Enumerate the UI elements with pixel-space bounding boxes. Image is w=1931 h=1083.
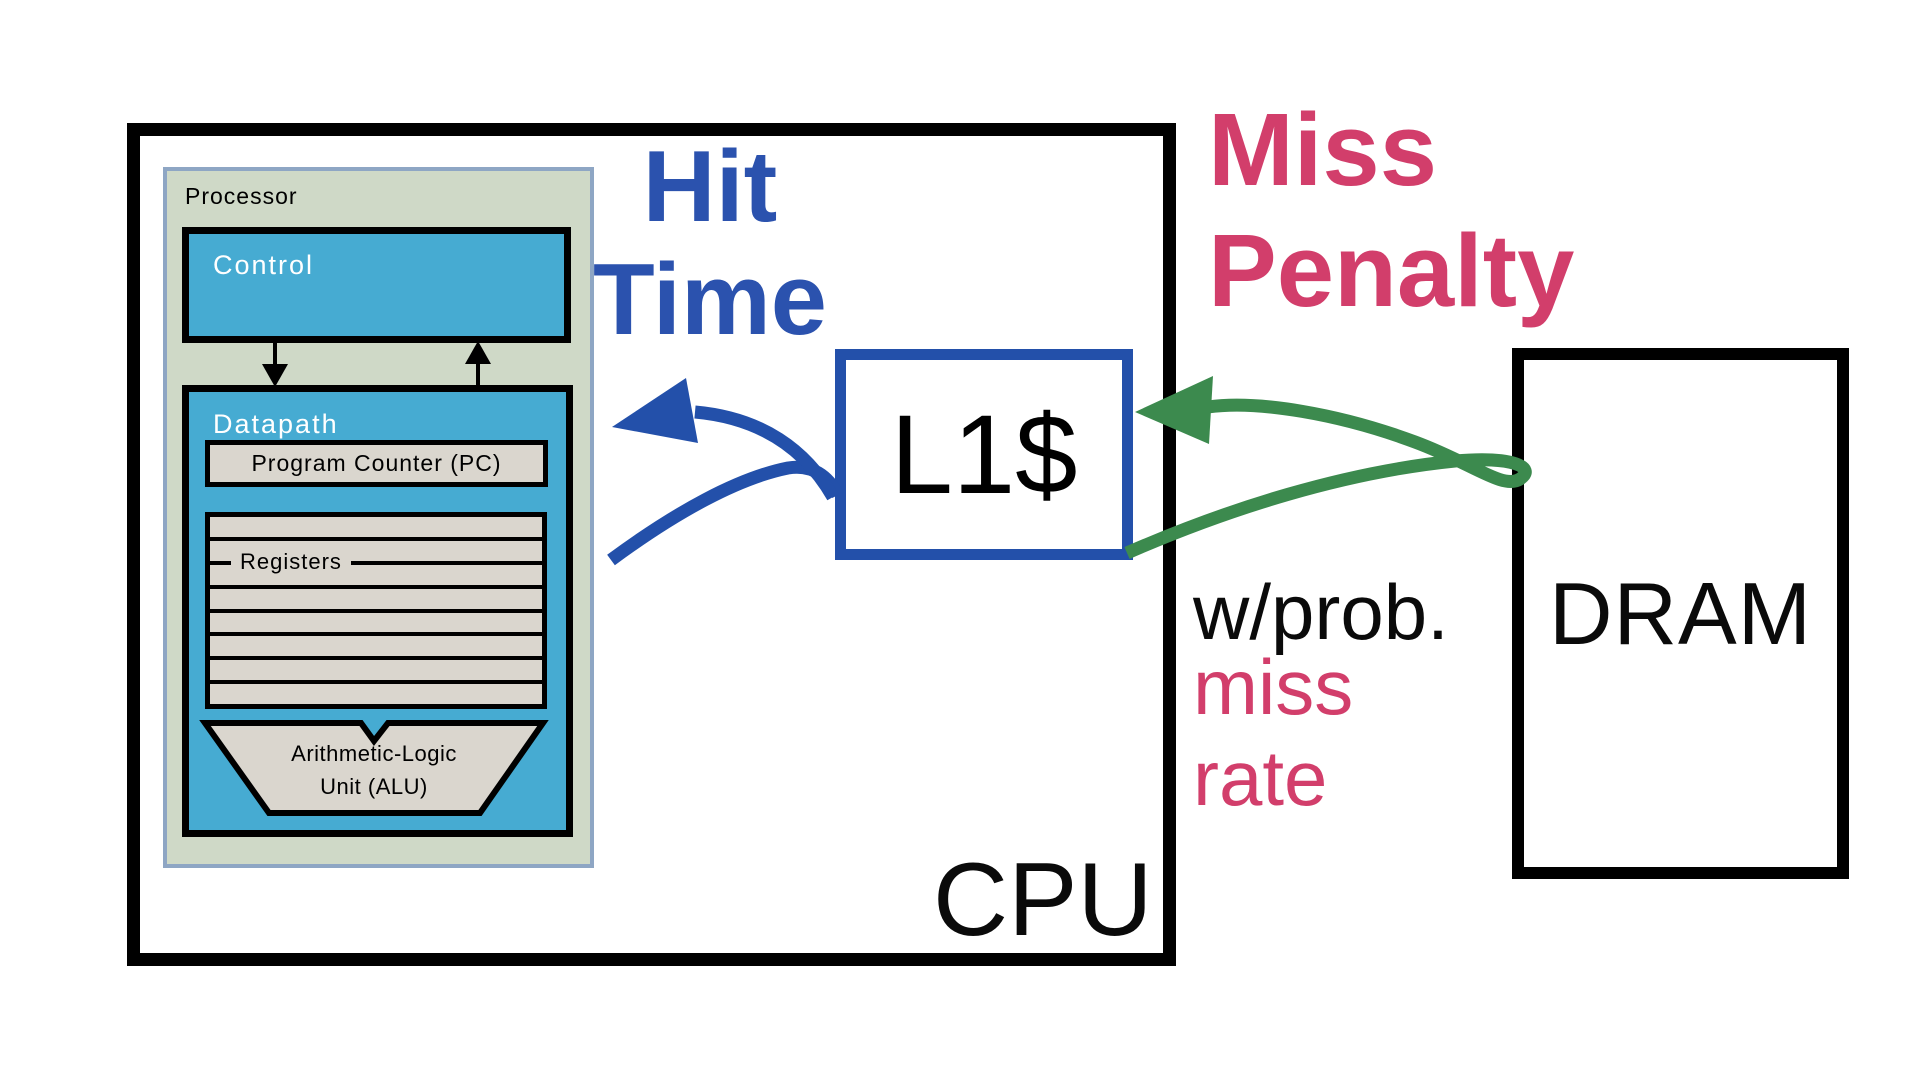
cpu-label: CPU: [933, 842, 1153, 958]
register-row: [210, 660, 542, 685]
miss-path-arrow: [1124, 376, 1532, 559]
w-prob-label: w/prob.: [1193, 568, 1449, 656]
miss-rate-label: miss rate: [1193, 643, 1354, 823]
processor-label: Processor: [185, 183, 298, 209]
miss-penalty-label: Miss Penalty: [1208, 92, 1575, 328]
register-row: [210, 684, 542, 704]
dram-box: DRAM: [1512, 348, 1849, 879]
control-label: Control: [213, 250, 315, 280]
registers-box: [205, 512, 547, 709]
register-row: [210, 636, 542, 661]
hit-time-label: Hit Time: [593, 131, 827, 357]
datapath-label: Datapath: [213, 409, 339, 439]
register-row: [210, 541, 542, 565]
register-row: [210, 517, 542, 541]
registers-label: Registers: [231, 548, 351, 576]
cpu-box: [127, 123, 1176, 966]
dram-label: DRAM: [1548, 563, 1813, 663]
l1-cache-label: L1$: [890, 392, 1078, 517]
program-counter-box: Program Counter (PC): [205, 440, 548, 487]
control-box: [182, 227, 571, 343]
program-counter-label: Program Counter (PC): [251, 450, 502, 476]
register-row: [210, 613, 542, 637]
l1-cache-box: L1$: [835, 349, 1133, 560]
register-row: [210, 589, 542, 613]
register-row: [210, 565, 542, 589]
